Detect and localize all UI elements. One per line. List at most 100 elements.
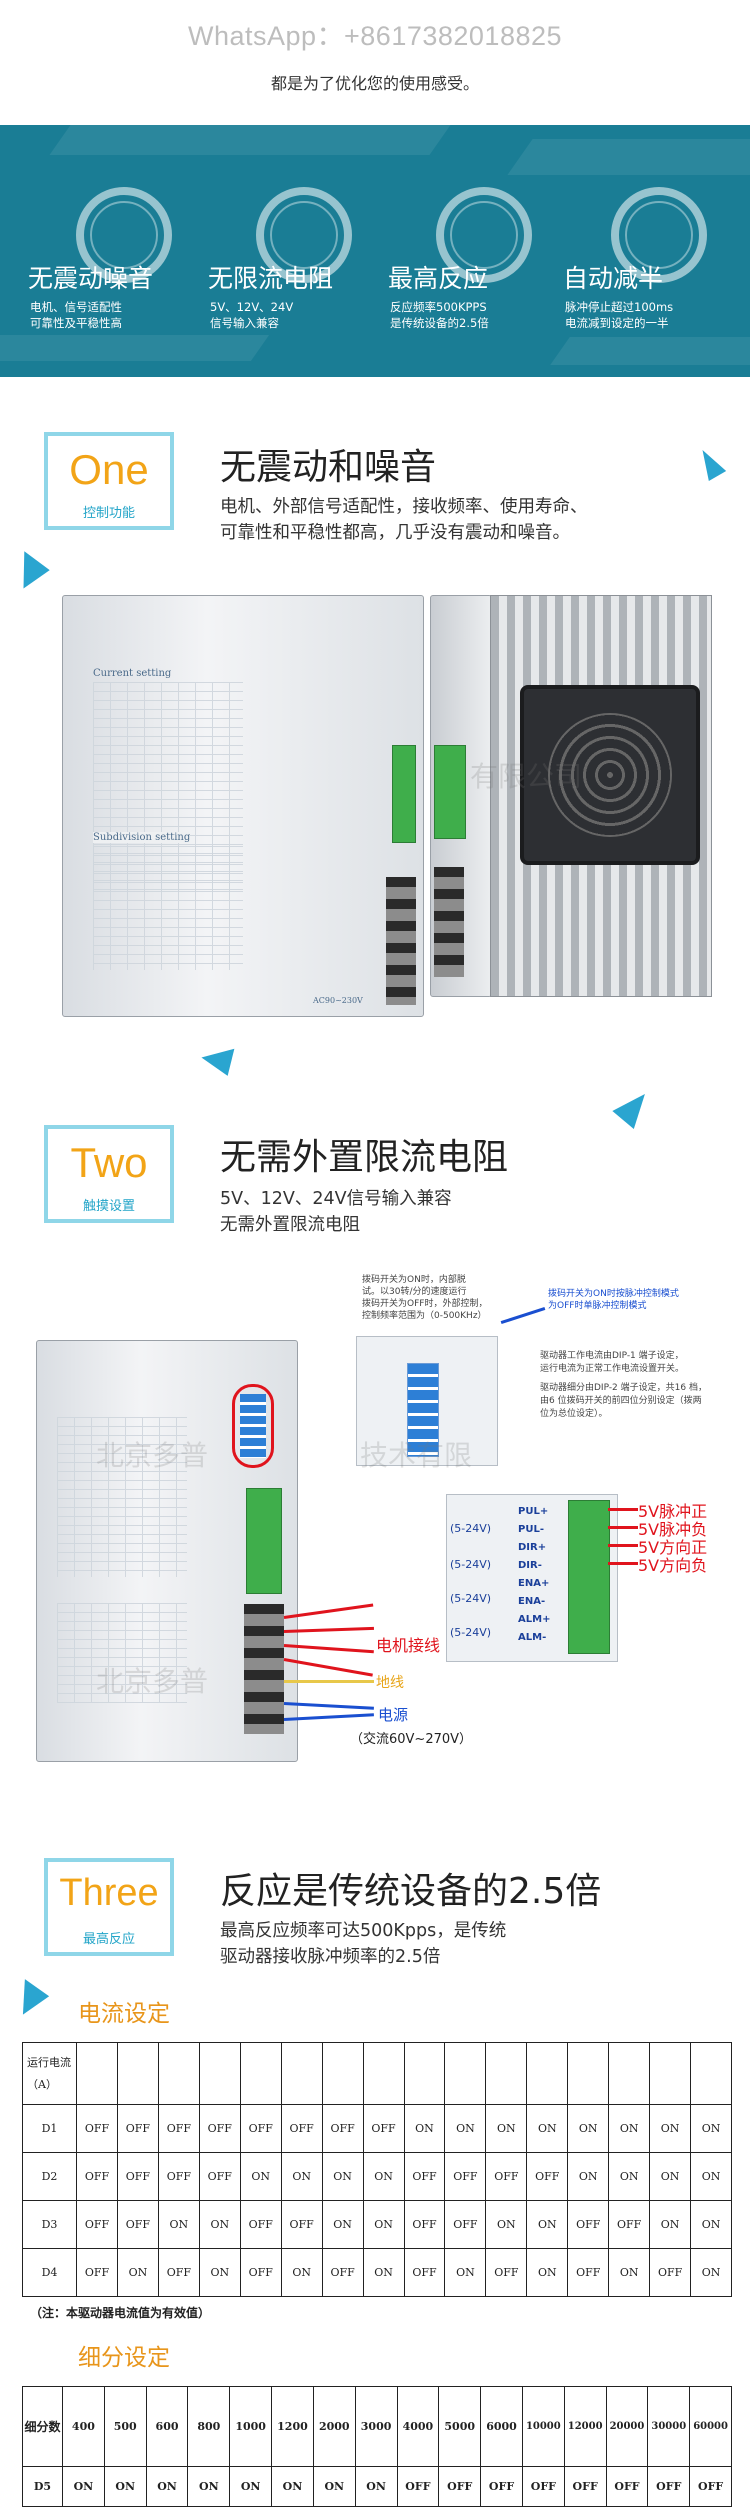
- switch-state-cell: OFF: [567, 2248, 610, 2297]
- section-desc: 5V、12V、24V信号输入兼容: [220, 1189, 452, 1209]
- power-terminal-block-side: [434, 867, 464, 977]
- subdiv-value-cell: 1200: [271, 2386, 314, 2467]
- voltage-tag: (5-24V): [450, 1592, 492, 1605]
- switch-state-cell: ON: [354, 2466, 398, 2507]
- dip-detail-panel: [356, 1336, 498, 1466]
- switch-state-cell: ON: [280, 2152, 323, 2201]
- current-dip-note: 运行电流为正常工作电流设置开关。: [540, 1364, 685, 1374]
- dip-mode-note: 为OFF时单脉冲控制模式: [548, 1301, 647, 1311]
- subdiv-value-cell: 4000: [396, 2386, 440, 2467]
- accent-triangle-icon: [693, 445, 727, 481]
- switch-state-cell: OFF: [438, 2466, 482, 2507]
- section-title: 反应是传统设备的2.5倍: [220, 1871, 602, 1912]
- section-title: 无震动和噪音: [220, 447, 437, 488]
- cooling-fan-icon: [520, 685, 700, 865]
- switch-state-cell: OFF: [76, 2104, 118, 2153]
- motor-wiring-label: 电机接线: [376, 1636, 441, 1655]
- current-value-cell: [362, 2042, 405, 2105]
- pin-label: DIR-: [518, 1560, 542, 1571]
- switch-state-cell: OFF: [321, 2248, 364, 2297]
- feature-desc: 电流减到设定的一半: [565, 316, 669, 330]
- switch-state-cell: OFF: [198, 2152, 241, 2201]
- switch-state-cell: OFF: [521, 2466, 565, 2507]
- switch-state-cell: ON: [526, 2200, 569, 2249]
- whatsapp-contact: WhatsApp：+8617382018825: [187, 21, 563, 51]
- pin-label: ENA-: [518, 1596, 546, 1607]
- current-value-cell: [485, 2042, 528, 2105]
- switch-state-cell: ON: [198, 2248, 241, 2297]
- switch-state-cell: ON: [321, 2200, 364, 2249]
- badge-number: Three: [59, 1872, 159, 1914]
- switch-state-cell: ON: [690, 2152, 732, 2201]
- subdivision-setting-label: Subdivision setting: [93, 832, 191, 843]
- switch-state-cell: ON: [567, 2152, 610, 2201]
- pin-label: DIR+: [518, 1542, 547, 1553]
- feature-desc: 5V、12V、24V: [210, 300, 294, 314]
- wiring-diagram: 拨码开关为ON时，内部脱 试。以30转/分的速度运行 拨码开关为OFF时，外部控…: [0, 1270, 750, 1790]
- switch-state-cell: OFF: [321, 2104, 364, 2153]
- switch-state-cell: ON: [608, 2152, 651, 2201]
- switch-state-cell: ON: [403, 2104, 446, 2153]
- current-value-cell: [567, 2042, 610, 2105]
- feature-banner: 无震动噪音 电机、信号适配性 可靠性及平稳性高 无限流电阻 5V、12V、24V…: [0, 125, 750, 377]
- switch-state-cell: ON: [362, 2248, 405, 2297]
- current-value-cell: [280, 2042, 323, 2105]
- switch-state-cell: ON: [362, 2200, 405, 2249]
- switch-state-cell: OFF: [485, 2152, 528, 2201]
- switch-state-cell: ON: [362, 2152, 405, 2201]
- current-value-cell: [116, 2042, 159, 2105]
- dip-switch-icon: [407, 1363, 439, 1457]
- dip-note: 拨码开关为ON时，内部脱: [362, 1275, 466, 1285]
- watermark: 技术有限: [360, 1439, 473, 1472]
- switch-state-cell: ON: [280, 2248, 323, 2297]
- switch-state-cell: ON: [485, 2200, 528, 2249]
- row-label: D3: [22, 2200, 77, 2249]
- section-desc: 无需外置限流电阻: [220, 1215, 360, 1235]
- switch-state-cell: ON: [608, 2104, 651, 2153]
- badge-caption: 触摸设置: [82, 1199, 135, 1214]
- dip-note: 拨码开关为OFF时，外部控制，: [362, 1299, 488, 1309]
- switch-state-cell: OFF: [280, 2104, 323, 2153]
- watermark: 北京多普: [96, 1665, 209, 1698]
- subdiv-value-cell: 500: [103, 2386, 147, 2467]
- feature-no-vibration: 无震动噪音 电机、信号适配性 可靠性及平稳性高: [20, 125, 200, 377]
- current-value-cell: [239, 2042, 282, 2105]
- feature-desc: 反应频率500KPPS: [390, 300, 487, 314]
- signal-label: 5V脉冲正: [638, 1502, 708, 1521]
- voltage-tag: (5-24V): [450, 1626, 492, 1639]
- pin-labels: PUL+ PUL- DIR+ DIR- ENA+ ENA- ALM+ ALM-: [518, 1506, 566, 1656]
- switch-state-cell: OFF: [239, 2104, 282, 2153]
- current-value-cell: [321, 2042, 364, 2105]
- signal-arrow-icon: [608, 1544, 638, 1547]
- pointer-line: [500, 1306, 546, 1325]
- switch-state-cell: OFF: [280, 2200, 323, 2249]
- subdiv-table-title: 细分设定: [78, 2345, 170, 2371]
- switch-state-cell: ON: [444, 2248, 487, 2297]
- switch-state-cell: ON: [229, 2466, 273, 2507]
- switch-state-cell: ON: [271, 2466, 314, 2507]
- switch-state-cell: OFF: [116, 2200, 159, 2249]
- switch-state-cell: OFF: [563, 2466, 607, 2507]
- subdiv-dip-note: 位为总位设定）。: [540, 1409, 608, 1419]
- signal-arrow-icon: [608, 1508, 638, 1511]
- watermark: 北京多普: [96, 1439, 209, 1472]
- switch-state-cell: ON: [145, 2466, 189, 2507]
- switch-state-cell: OFF: [444, 2152, 487, 2201]
- pin-label: ALM-: [518, 1632, 547, 1643]
- dip-note: 试。以30转/分的速度运行: [362, 1287, 467, 1297]
- dip-switch-icon: [240, 1394, 266, 1458]
- switch-state-cell: ON: [649, 2200, 692, 2249]
- section-desc: 可靠性和平稳性都高，几乎没有震动和噪音。: [220, 523, 570, 543]
- accent-triangle-icon: [6, 1973, 50, 2015]
- feature-desc: 可靠性及平稳性高: [30, 316, 122, 330]
- switch-state-cell: OFF: [403, 2152, 446, 2201]
- pin-label: ENA+: [518, 1578, 550, 1589]
- switch-state-cell: ON: [62, 2466, 105, 2507]
- watermark: 有限公司: [470, 760, 583, 793]
- feature-desc: 脉冲停止超过100ms: [565, 300, 674, 314]
- section-desc: 驱动器接收脉冲频率的2.5倍: [220, 1947, 441, 1967]
- switch-state-cell: OFF: [444, 2200, 487, 2249]
